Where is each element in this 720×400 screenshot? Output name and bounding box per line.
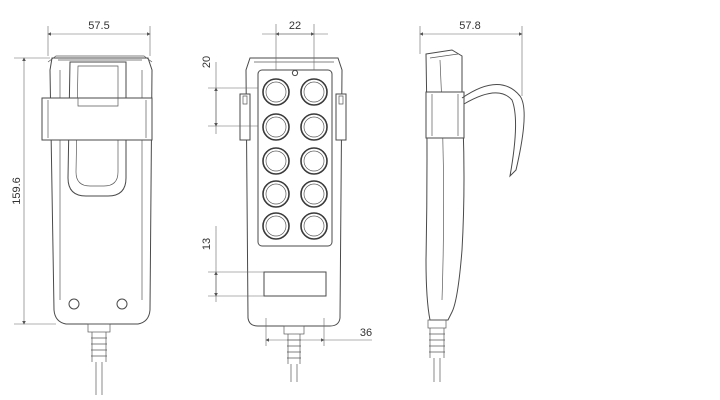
back-view: 57.5 159.6 <box>11 20 153 395</box>
keypad-button-inner <box>303 81 325 103</box>
front-cable <box>283 325 305 382</box>
dim-back-width: 57.5 <box>47 20 151 56</box>
keypad-button-inner <box>265 183 287 205</box>
keypad-button-inner <box>265 215 287 237</box>
side-cable <box>427 319 447 382</box>
keypad-button-inner <box>265 116 287 138</box>
dim-label-height: 13 <box>201 226 264 302</box>
keypad-button <box>300 180 328 208</box>
front-view: 22 20 13 36 <box>201 20 372 382</box>
dim-label-label-height: 13 <box>201 238 213 250</box>
keypad-button <box>262 147 290 175</box>
keypad-button <box>262 113 290 141</box>
keypad-button-inner <box>303 116 325 138</box>
dim-button-pitch: 22 <box>262 20 328 70</box>
dim-label-front-width: 36 <box>360 327 372 339</box>
keypad-button <box>300 147 328 175</box>
screw-icon <box>68 298 80 310</box>
back-cable <box>87 323 111 395</box>
dim-row-spacing: 20 <box>201 56 258 134</box>
belt-hook <box>461 84 525 178</box>
dim-front-width: 36 <box>265 318 372 346</box>
side-view: 57.8 <box>419 20 525 382</box>
keypad-button <box>300 212 328 240</box>
dim-label-row-spacing: 20 <box>201 56 213 68</box>
keypad-button-inner <box>265 150 287 172</box>
keypad-button <box>262 212 290 240</box>
screw-icon <box>116 298 128 310</box>
keypad-button-inner <box>303 183 325 205</box>
keypad-button <box>262 180 290 208</box>
right-clip <box>335 93 347 141</box>
keypad-button <box>300 78 328 106</box>
keypad-button-inner <box>265 81 287 103</box>
dim-label-button-pitch: 22 <box>289 20 301 32</box>
keypad-button-inner <box>303 215 325 237</box>
dim-label-side-width: 57.8 <box>459 20 480 32</box>
keypad-button <box>300 113 328 141</box>
left-clip <box>239 93 251 141</box>
dim-label-height: 159.6 <box>11 177 23 205</box>
keypad-button-inner <box>303 150 325 172</box>
label-window <box>263 271 327 297</box>
keypad-button <box>262 78 290 106</box>
dim-side-width: 57.8 <box>419 20 523 96</box>
button-grid <box>262 78 328 240</box>
dim-height: 159.6 <box>11 57 56 325</box>
dim-label-back-width: 57.5 <box>88 20 109 32</box>
led-indicator <box>291 69 299 77</box>
back-clip-band <box>41 97 153 141</box>
